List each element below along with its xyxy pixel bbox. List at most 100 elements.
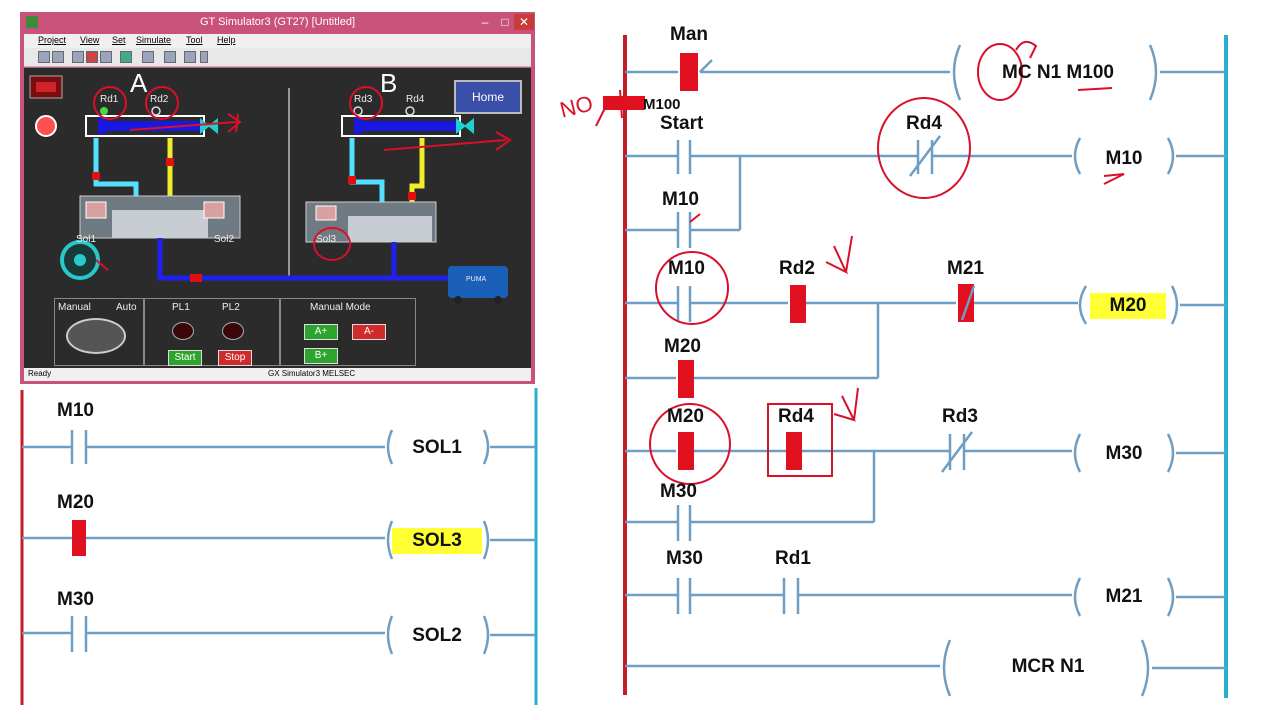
left-m20-contact-label: M20 — [57, 492, 94, 513]
m10-coil-label: M10 — [1105, 148, 1143, 169]
rd4-rung4-label: Rd4 — [778, 406, 814, 427]
rd1-sensor-icon — [100, 107, 108, 115]
compressor-brand-label: PUMA — [466, 276, 487, 283]
left-m10-contact-label: M10 — [57, 400, 94, 421]
window-titlebar: GT Simulator3 (GT27) [Untitled] – □ ✕ — [20, 12, 535, 34]
cylinder-a-label: A — [130, 68, 148, 98]
left-m30-contact-label: M30 — [57, 589, 94, 610]
toolbar-run-icon[interactable] — [100, 51, 112, 63]
m20-contact-active — [72, 520, 86, 556]
toolbar-save-icon[interactable] — [52, 51, 64, 63]
status-left: Ready — [28, 369, 52, 378]
manual-label: Manual — [58, 302, 91, 313]
auto-label: Auto — [116, 302, 137, 313]
home-button[interactable]: Home — [454, 80, 522, 114]
manual-mode-title: Manual Mode — [310, 302, 371, 313]
rd1-label: Rd1 — [100, 94, 119, 105]
cylinder-b-label: B — [380, 68, 398, 98]
toolbar-device-icon[interactable] — [142, 51, 154, 63]
rd4-contact-label: Rd4 — [906, 113, 942, 134]
m20-coil-label: M20 — [1090, 293, 1166, 319]
toolbar-monitor-icon[interactable] — [120, 51, 132, 63]
rd3-sensor-icon — [353, 106, 363, 116]
menu-tool[interactable]: Tool — [186, 35, 203, 45]
mcr-coil-label: MCR N1 — [1011, 656, 1085, 677]
window-title: GT Simulator3 (GT27) [Untitled] — [199, 16, 356, 28]
rd3-nc-contact-label: Rd3 — [942, 406, 978, 427]
mode-panel — [54, 298, 144, 366]
m100-contact-active — [603, 96, 645, 110]
simulator-screen: A B Home Rd1 Rd2 Rd3 Rd4 Sol1 Sol2 Sol3 … — [24, 68, 531, 368]
m20-contact-label: M20 — [667, 406, 704, 427]
minimize-icon[interactable]: – — [481, 15, 489, 29]
m20-branch-label: M20 — [664, 336, 701, 357]
menu-set[interactable]: Set — [112, 35, 126, 45]
toolbar-open-icon[interactable] — [38, 51, 50, 63]
rd4-label: Rd4 — [406, 94, 425, 105]
toolbar-stop-icon[interactable] — [72, 51, 84, 63]
mc-coil-label: MC N1 M100 — [1002, 62, 1114, 83]
m21-nc-contact-label: M21 — [947, 258, 984, 279]
b-plus-button[interactable]: B+ — [304, 348, 338, 364]
m10-branch-label: M10 — [662, 189, 699, 210]
manual-mode-panel — [280, 298, 416, 366]
sol2-coil-label: SOL2 — [412, 625, 462, 646]
pneumatic-diagram — [29, 75, 508, 304]
m21-contact-active — [958, 284, 974, 322]
sol1-coil-label: SOL1 — [412, 437, 462, 458]
m20-rung4-active — [678, 432, 694, 470]
simulator-window: GT Simulator3 (GT27) [Untitled] – □ ✕ Pr… — [20, 12, 535, 384]
pl1-label: PL1 — [172, 302, 190, 313]
sol3-label: Sol3 — [316, 234, 337, 245]
sol1-label: Sol1 — [76, 234, 97, 245]
handwritten-annotations — [93, 40, 1125, 485]
rd2-contact-active — [790, 285, 806, 323]
toolbar-keyboard-icon[interactable] — [184, 51, 196, 63]
a-minus-button[interactable]: A- — [352, 324, 386, 340]
rd2-contact-label: Rd2 — [779, 258, 815, 279]
m21-coil-label: M21 — [1105, 586, 1143, 607]
menu-bar: Project View Set Simulate Tool Help — [24, 34, 531, 48]
status-center: GX Simulator3 MELSEC — [268, 369, 356, 378]
m20-branch-active — [678, 360, 694, 398]
toolbar-settings-icon[interactable] — [164, 51, 176, 63]
status-bar: Ready GX Simulator3 MELSEC — [24, 368, 531, 381]
maximize-icon[interactable]: □ — [501, 15, 509, 29]
pl1-lamp-icon — [172, 322, 194, 340]
alarm-lamp-icon — [35, 115, 57, 137]
menu-help[interactable]: Help — [217, 35, 236, 45]
app-icon — [26, 16, 38, 28]
toolbar-record-icon[interactable] — [86, 51, 98, 63]
a-plus-button[interactable]: A+ — [304, 324, 338, 340]
start-button[interactable]: Start — [168, 350, 202, 366]
toolbar-dropdown-icon[interactable] — [200, 51, 208, 63]
rd2-sensor-icon — [151, 106, 161, 116]
rd3-label: Rd3 — [354, 94, 373, 105]
mode-selector-switch[interactable] — [66, 318, 126, 354]
rd4-rung4-active — [786, 432, 802, 470]
menu-view[interactable]: View — [80, 35, 100, 45]
compressor-icon — [448, 266, 508, 298]
toolbar — [24, 48, 531, 67]
rd4-sensor-icon — [405, 106, 415, 116]
stop-button[interactable]: Stop — [218, 350, 252, 366]
man-contact-active — [680, 53, 698, 91]
sol2-label: Sol2 — [214, 234, 235, 245]
menu-simulate[interactable]: Simulate — [136, 35, 172, 45]
start-contact-label: Start — [660, 113, 704, 134]
rd1-contact-label: Rd1 — [775, 548, 811, 569]
m10-contact-label: M10 — [668, 258, 705, 279]
sol3-coil-label: SOL3 — [392, 528, 482, 554]
pilot-panel — [144, 298, 280, 366]
m100-contact-label: M100 — [643, 96, 681, 113]
close-icon[interactable]: ✕ — [514, 14, 534, 30]
pl2-lamp-icon — [222, 322, 244, 340]
rd2-label: Rd2 — [150, 94, 169, 105]
pl2-label: PL2 — [222, 302, 240, 313]
m30-coil-label: M30 — [1105, 443, 1143, 464]
m30-branch-label: M30 — [660, 481, 697, 502]
m30-contact-label: M30 — [666, 548, 703, 569]
man-contact-label: Man — [670, 24, 708, 45]
menu-project[interactable]: Project — [38, 35, 67, 45]
